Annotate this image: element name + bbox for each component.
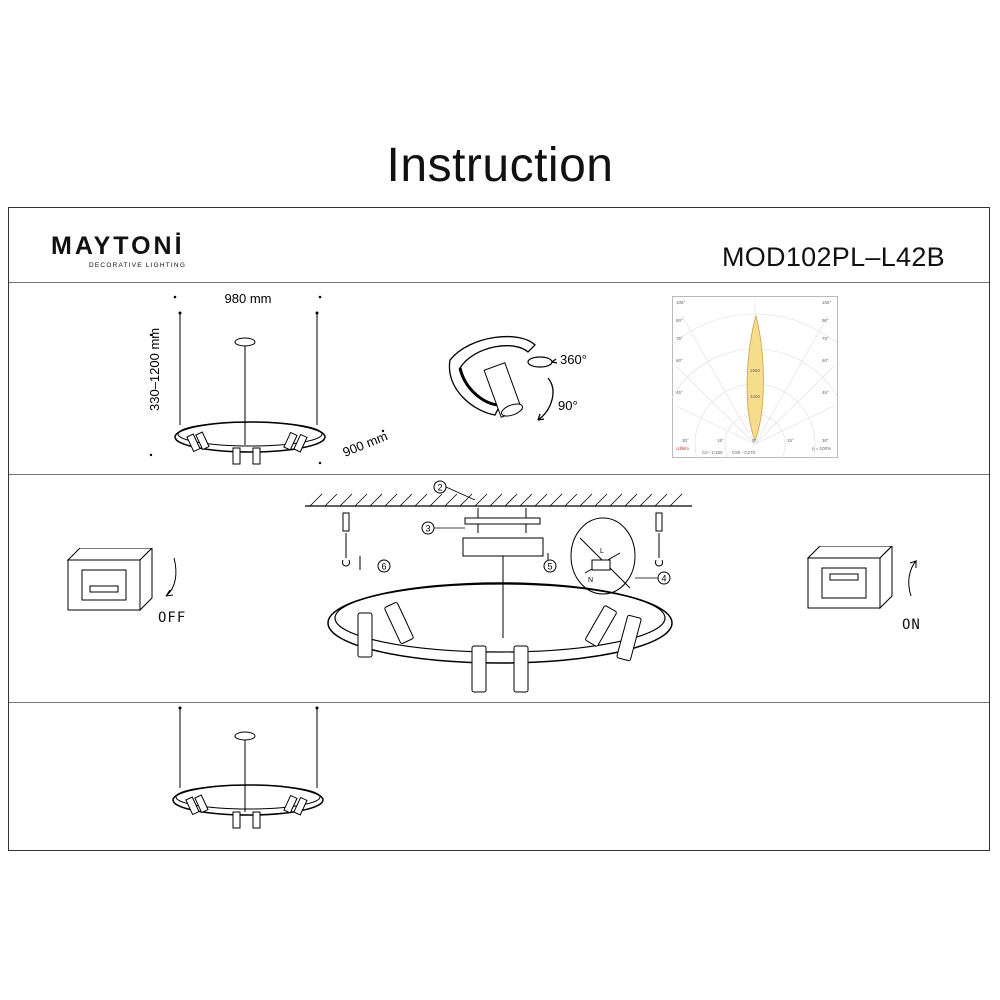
brand-tagline: DECORATIVE LIGHTING	[89, 262, 187, 269]
angle-left-105: 105°	[676, 300, 686, 305]
rotation-vertical-label: 90°	[558, 398, 578, 413]
angle-bottom-15r: 15°	[787, 438, 794, 443]
divider-bottom	[9, 702, 989, 703]
legend-c0: C0 - C180	[702, 450, 723, 455]
angle-left-75: 75°	[676, 336, 683, 341]
callout-6: 6	[381, 562, 386, 572]
legend-efficiency: η = 100%	[812, 446, 831, 451]
installation-diagram: 2 3 6 5 L N 4	[305, 480, 692, 693]
angle-right-105: 105°	[822, 300, 832, 305]
angle-right-75: 75°	[822, 336, 829, 341]
angle-right-45: 45°	[822, 390, 829, 395]
rotation-horizontal-label: 360°	[560, 352, 587, 367]
switch-off-icon	[66, 548, 177, 612]
wire-n-label: N	[588, 577, 593, 584]
angle-bottom-30l: 30°	[682, 438, 689, 443]
brand-logo: MAYTONİ DECORATIVE LIGHTING	[51, 232, 186, 269]
height-label: 330–1200 mm	[147, 328, 162, 411]
callout-2: 2	[437, 483, 442, 493]
callout-4: 4	[661, 574, 666, 584]
wire-l-label: L	[600, 548, 604, 555]
dimension-diagram: 980 mm 330–1200 mm 900 mm	[147, 291, 390, 465]
switch-on-label: ON	[902, 617, 921, 633]
divider-top	[9, 282, 989, 283]
angle-right-60: 60°	[822, 358, 829, 363]
model-number: MOD102PL–L42B	[721, 242, 945, 272]
intensity-1650: 1650	[750, 368, 761, 373]
intensity-3400: 3400	[750, 394, 761, 399]
angle-bottom-0: 0°	[752, 438, 757, 443]
callout-5: 5	[547, 562, 552, 572]
brand-name: MAYTONİ	[51, 232, 185, 260]
angle-bottom-15l: 15°	[717, 438, 724, 443]
switch-on-icon	[806, 546, 918, 610]
angle-left-45: 45°	[676, 390, 683, 395]
angle-right-90: 90°	[822, 318, 829, 323]
angle-left-60: 60°	[676, 358, 683, 363]
legend-units: cd/klm	[676, 446, 689, 451]
switch-off-label: OFF	[158, 610, 187, 626]
light-distribution-chart: 105° 90° 75° 60° 45° 105° 90° 75° 60° 45…	[672, 296, 838, 458]
callout-3: 3	[425, 524, 430, 534]
finished-fixture-diagram	[172, 706, 324, 829]
width-label: 980 mm	[225, 291, 272, 306]
angle-left-90: 90°	[676, 318, 683, 323]
instruction-frame: MAYTONİ DECORATIVE LIGHTING MOD102PL–L42…	[8, 207, 990, 851]
depth-label: 900 mm	[341, 428, 390, 460]
rotation-diagram: 360° 90°	[448, 335, 587, 421]
angle-bottom-30r: 30°	[822, 438, 829, 443]
legend-c90: C90 - C270	[732, 450, 756, 455]
divider-middle	[9, 474, 989, 475]
page-title: Instruction	[386, 139, 614, 192]
